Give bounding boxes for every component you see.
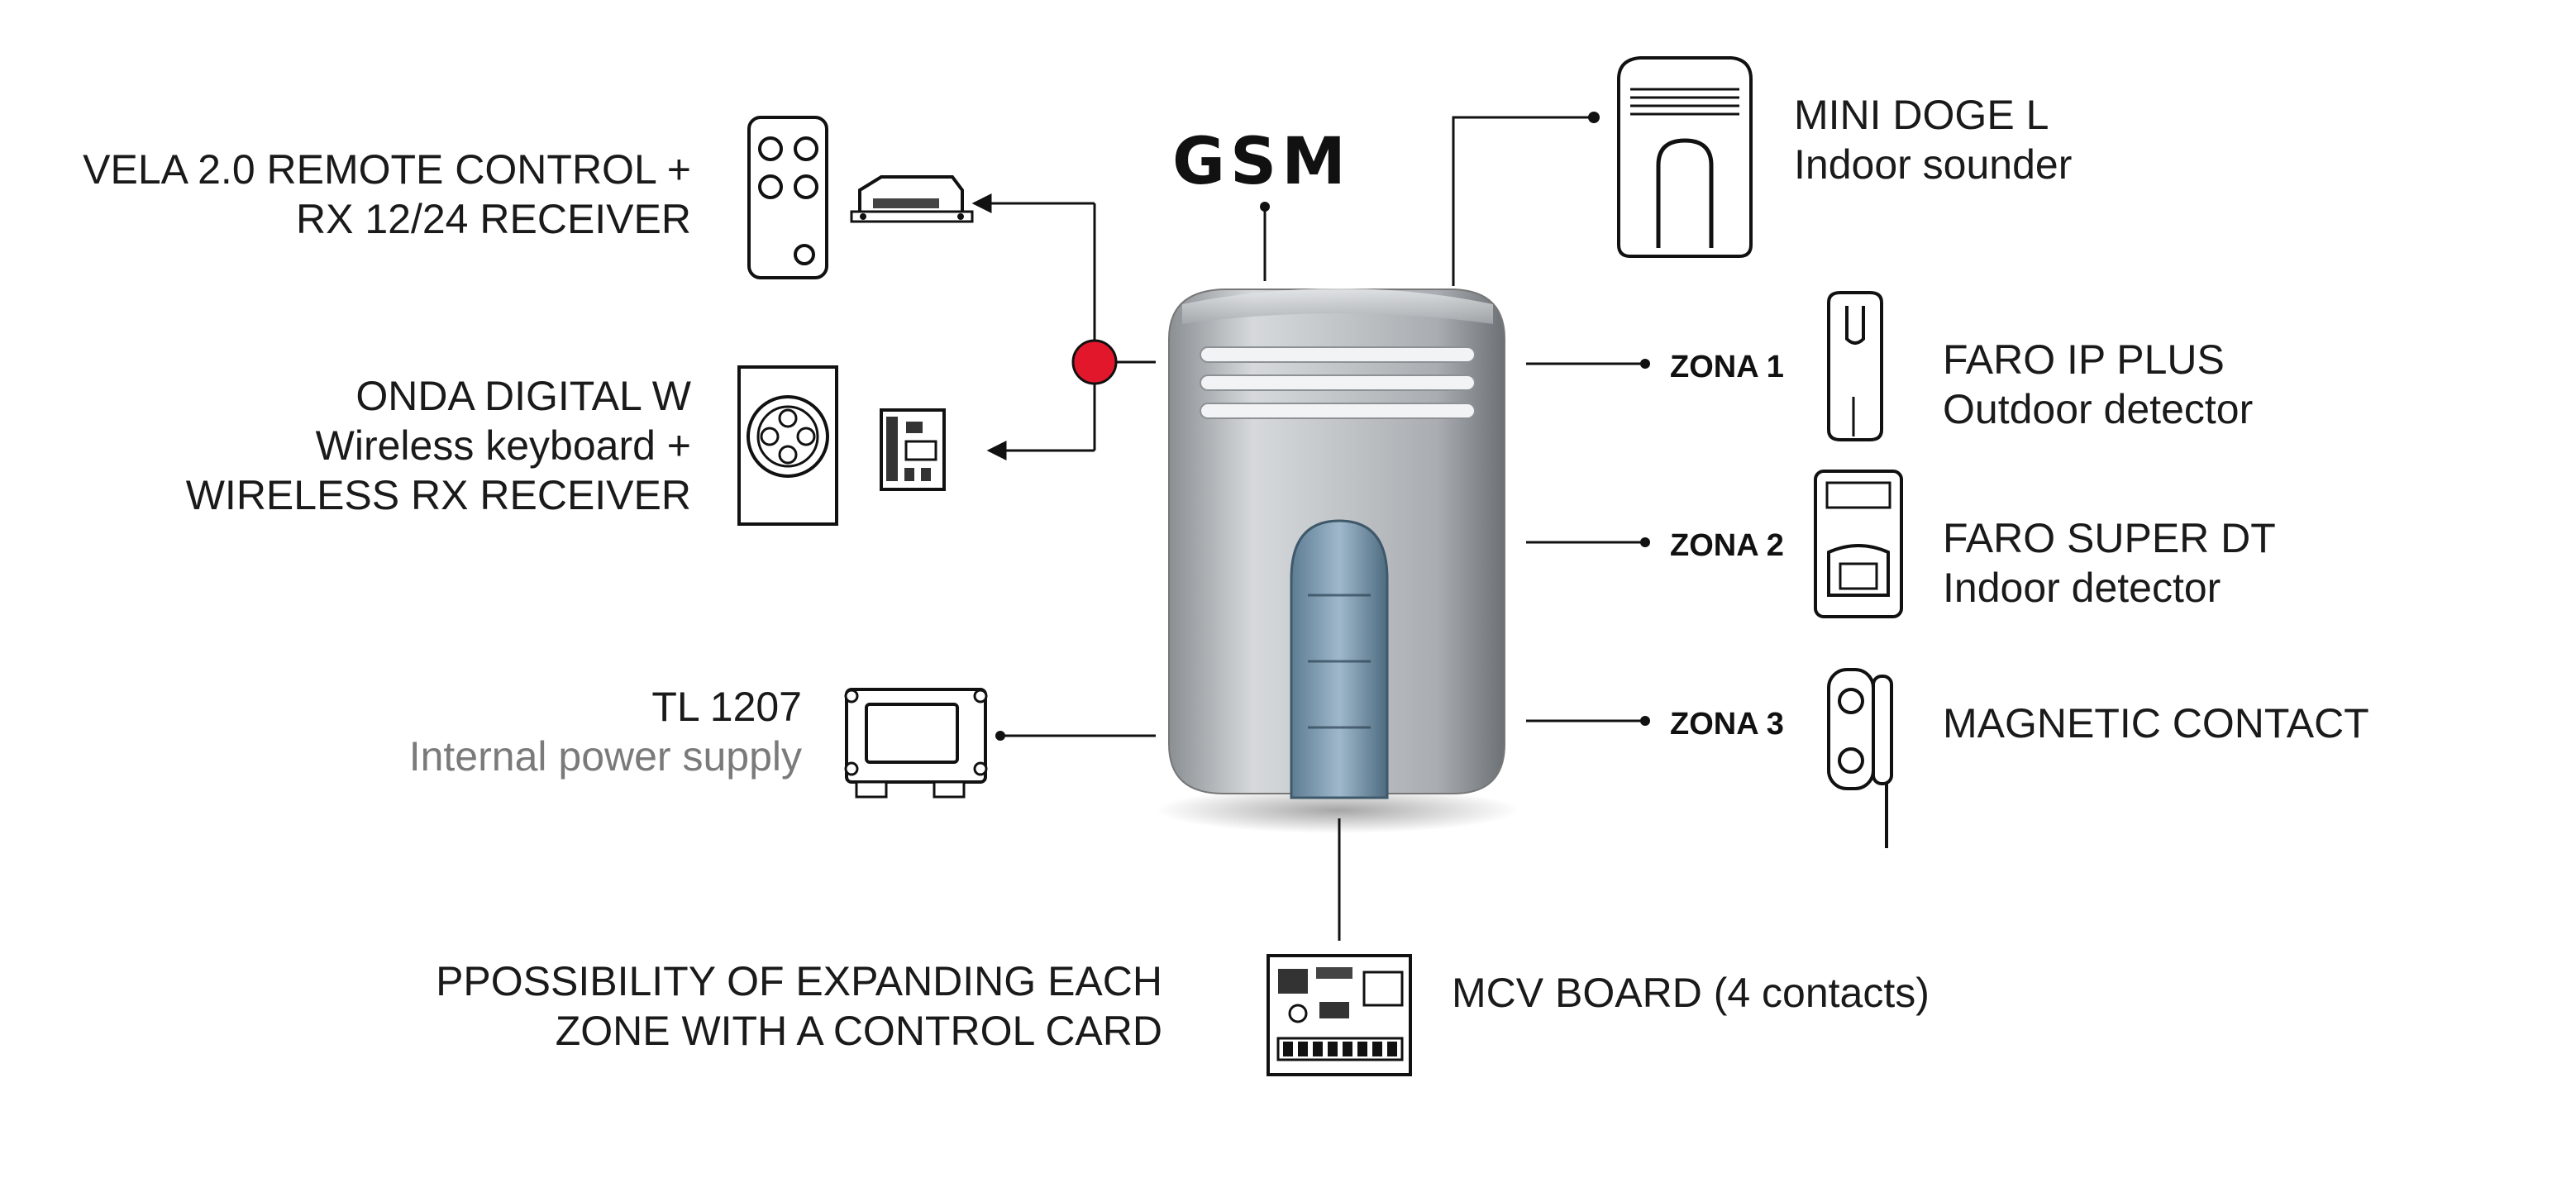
faro-ip-label-line1: FARO IP PLUS (1943, 336, 2225, 383)
mcv-board-icon (1267, 954, 1412, 1076)
outdoor-detector-icon (1827, 291, 1883, 441)
expand-label-line2: ZONE WITH A CONTROL CARD (556, 1008, 1162, 1054)
vela-label-line1: VELA 2.0 REMOTE CONTROL + (83, 146, 691, 193)
onda-label-line1: ONDA DIGITAL W (355, 373, 691, 419)
vent-slots (1200, 346, 1476, 419)
onda-label-line2: Wireless keyboard + (316, 422, 691, 469)
faro-ip-label-line2: Outdoor detector (1943, 386, 2253, 432)
vela-label-line2: RX 12/24 RECEIVER (296, 196, 691, 242)
zona3-label: ZONA 3 (1670, 707, 1784, 742)
magnetic-contact-icon (1827, 668, 1893, 848)
onda-label-line3: WIRELESS RX RECEIVER (186, 472, 691, 518)
rx-receiver-icon (850, 175, 974, 223)
tl1207-label-line2: Internal power supply (409, 733, 802, 780)
magnetic-label: MAGNETIC CONTACT (1943, 700, 2369, 746)
tl1207-label-line1: TL 1207 (651, 684, 802, 730)
zona2-label: ZONA 2 (1670, 528, 1784, 563)
gsm-alarm-unit (1156, 289, 1519, 833)
faro-dt-label-line1: FARO SUPER DT (1943, 515, 2276, 561)
indoor-sounder-icon (1617, 56, 1753, 258)
mcv-label: MCV BOARD (4 contacts) (1452, 970, 1930, 1016)
wireless-rx-board-icon (880, 408, 946, 491)
zona1-label: ZONA 1 (1670, 350, 1784, 384)
gsm-label: GSM (1172, 125, 1351, 199)
faro-dt-label-line2: Indoor detector (1943, 565, 2221, 611)
flash-lens (1290, 519, 1389, 799)
mini-doge-label-line2: Indoor sounder (1794, 141, 2072, 188)
mini-doge-label-line1: MINI DOGE L (1794, 92, 2049, 138)
red-junction (1071, 339, 1118, 385)
wireless-keyboard-icon (737, 365, 838, 526)
power-supply-icon (844, 688, 988, 799)
expand-label-line1: PPOSSIBILITY OF EXPANDING EACH (436, 958, 1162, 1004)
remote-control-icon (747, 116, 828, 279)
indoor-detector-icon (1814, 470, 1903, 618)
